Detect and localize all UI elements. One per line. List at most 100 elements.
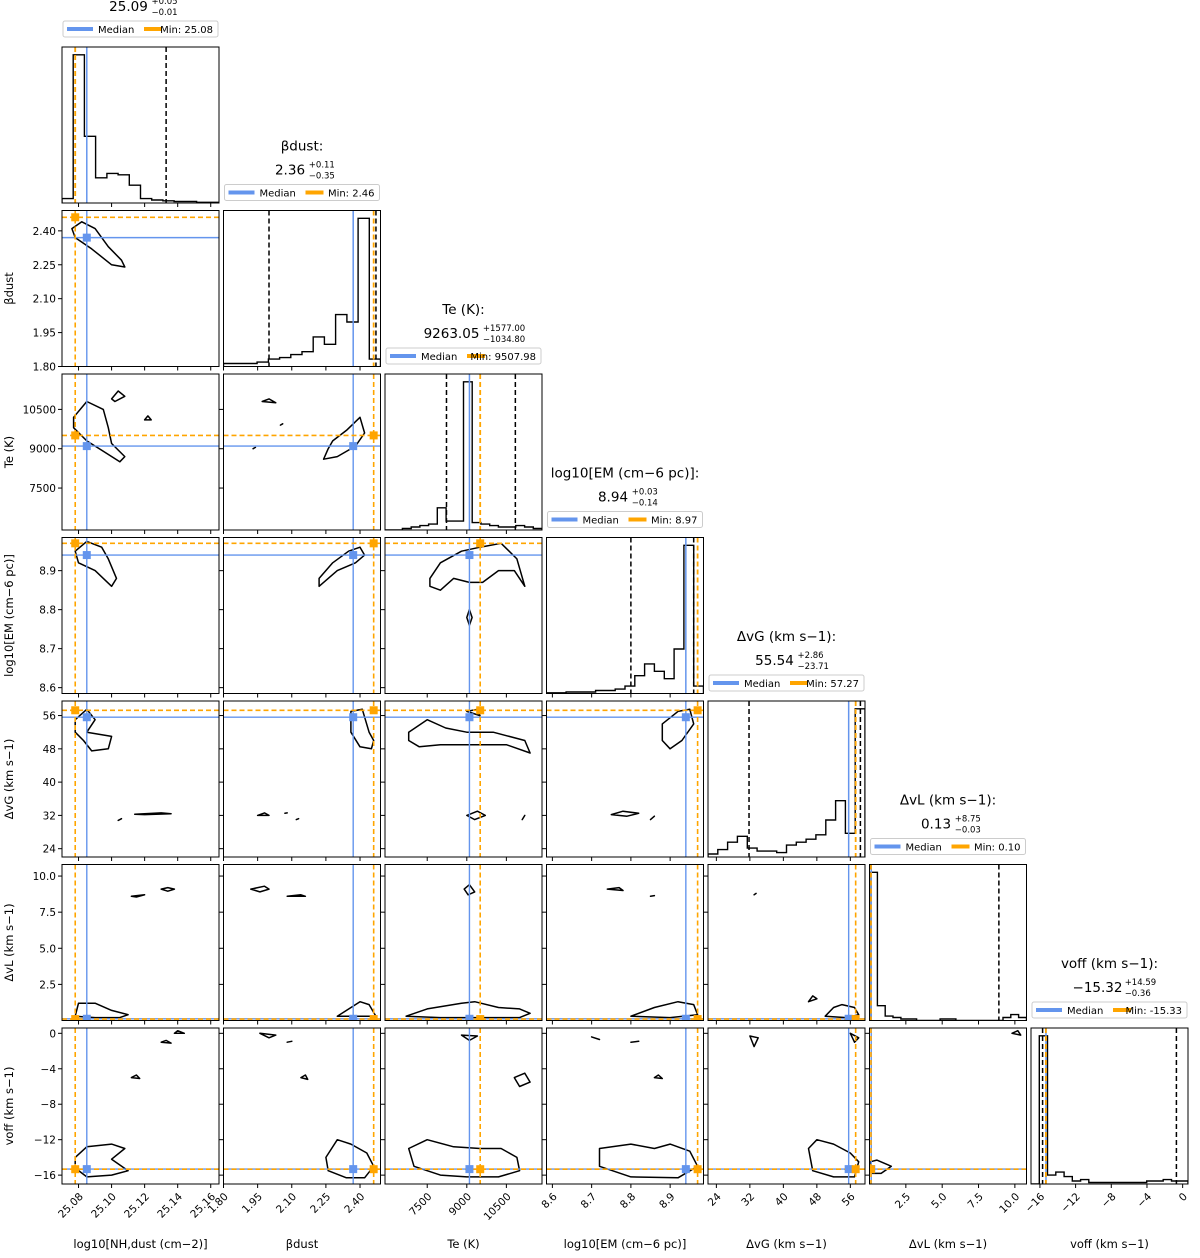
median-marker xyxy=(681,713,690,722)
y-tick-label: 2.40 xyxy=(33,226,56,238)
panel-frame xyxy=(223,537,381,694)
panel-frame xyxy=(61,700,220,858)
x-tick-label: 40 xyxy=(773,1191,791,1209)
param-value: 9263.05 xyxy=(424,326,480,342)
contour-panel-2-1 xyxy=(219,373,381,534)
x-axis-label: βdust xyxy=(286,1237,319,1251)
panel-content xyxy=(1031,1028,1188,1184)
contour-line xyxy=(521,814,526,821)
legend-min-label: Min: 8.97 xyxy=(651,516,698,527)
x-tick-label: 25.08 xyxy=(56,1191,86,1221)
legend-median-label: Median xyxy=(421,352,457,363)
contour-line xyxy=(429,542,526,591)
x-tick-label: −4 xyxy=(1135,1191,1155,1211)
x-tick-label: 8.6 xyxy=(539,1191,560,1212)
legend-min-label: Min: 0.10 xyxy=(974,843,1021,854)
contour-line xyxy=(250,885,270,893)
legend-min-label: Min: 9507.98 xyxy=(470,352,536,363)
y-axis-label: ΔvL (km s−1) xyxy=(2,903,16,981)
histogram-step xyxy=(708,708,865,857)
contour-line xyxy=(653,1074,664,1080)
contour-line xyxy=(598,1143,699,1179)
contour-line xyxy=(407,718,531,754)
x-tick-label: 8.8 xyxy=(618,1191,638,1211)
contour-line xyxy=(74,540,118,588)
median-marker xyxy=(82,713,91,722)
legend-min-label: Min: 2.46 xyxy=(328,189,375,200)
panel-frame xyxy=(546,537,704,694)
param-minus: −0.01 xyxy=(152,8,178,18)
contour-panel-4-3 xyxy=(542,700,704,861)
panel-content xyxy=(223,537,381,694)
contour-line xyxy=(466,810,487,821)
x-tick-label: 2.5 xyxy=(893,1191,913,1211)
contour-line xyxy=(259,1032,277,1039)
contour-panel-5-4 xyxy=(704,864,866,1025)
param-plus: +14.59 xyxy=(1125,978,1156,988)
panel-frame xyxy=(869,1027,1027,1185)
contour-panel-5-2 xyxy=(381,864,543,1025)
min-marker xyxy=(369,706,378,715)
panel-content xyxy=(223,701,381,857)
contour-line xyxy=(807,995,818,1003)
contour-line xyxy=(160,1039,172,1044)
x-tick-label: 24 xyxy=(706,1191,724,1209)
panel-frame xyxy=(61,537,220,694)
param-value: 2.36 xyxy=(275,163,305,179)
param-plus: +8.75 xyxy=(955,815,981,825)
min-marker xyxy=(71,431,80,440)
x-tick-label: 2.40 xyxy=(342,1191,367,1216)
min-marker xyxy=(369,1165,378,1174)
min-marker xyxy=(476,1015,485,1021)
panel-content xyxy=(546,1028,704,1184)
panel-frame xyxy=(384,700,543,858)
legend-box xyxy=(870,838,1026,855)
median-marker xyxy=(465,1165,474,1174)
contour-line xyxy=(286,894,307,898)
median-marker xyxy=(349,713,358,722)
x-tick-label: −8 xyxy=(1099,1191,1118,1210)
median-marker xyxy=(82,1014,91,1021)
contour-line xyxy=(463,883,476,896)
x-axis-label: ΔvL (km s−1) xyxy=(909,1237,987,1251)
min-marker xyxy=(693,1015,702,1021)
contour-panel-3-2 xyxy=(381,537,543,698)
panel-content xyxy=(869,1028,1027,1184)
panel-frame xyxy=(384,1027,543,1185)
contour-line xyxy=(322,416,366,460)
panel-content xyxy=(223,864,381,1021)
param-title: log10[EM (cm−6 pc)]: xyxy=(551,466,700,482)
legend-min-label: Min: 25.08 xyxy=(160,25,213,36)
panel-frame xyxy=(869,864,1027,1021)
contour-line xyxy=(807,1138,860,1178)
y-axis-label: ΔvG (km s−1) xyxy=(2,739,16,820)
y-tick-label: 10500 xyxy=(23,404,56,416)
legend-box xyxy=(62,20,219,38)
median-marker xyxy=(82,233,91,242)
min-marker xyxy=(869,1165,875,1174)
param-plus: +2.86 xyxy=(798,651,824,661)
y-tick-label: 2.10 xyxy=(33,294,56,306)
contour-line xyxy=(649,894,656,898)
legend-box xyxy=(547,511,703,528)
x-tick-label: 10.0 xyxy=(997,1191,1022,1216)
contour-line xyxy=(130,894,146,898)
panel-frame xyxy=(61,373,220,531)
panel-frame xyxy=(707,1027,866,1185)
panel-frame xyxy=(384,537,543,694)
panel-frame xyxy=(61,46,220,204)
x-tick-label: 2.25 xyxy=(308,1191,333,1216)
panel-frame xyxy=(223,1027,381,1185)
min-marker xyxy=(476,1165,485,1174)
legend-median-label: Median xyxy=(906,843,942,854)
panel-frame xyxy=(223,864,381,1021)
panel-content xyxy=(708,864,865,1021)
panel-content xyxy=(62,47,219,203)
median-marker xyxy=(349,1014,358,1021)
panel-frame xyxy=(546,864,704,1021)
x-tick-label: 0 xyxy=(1177,1191,1190,1204)
